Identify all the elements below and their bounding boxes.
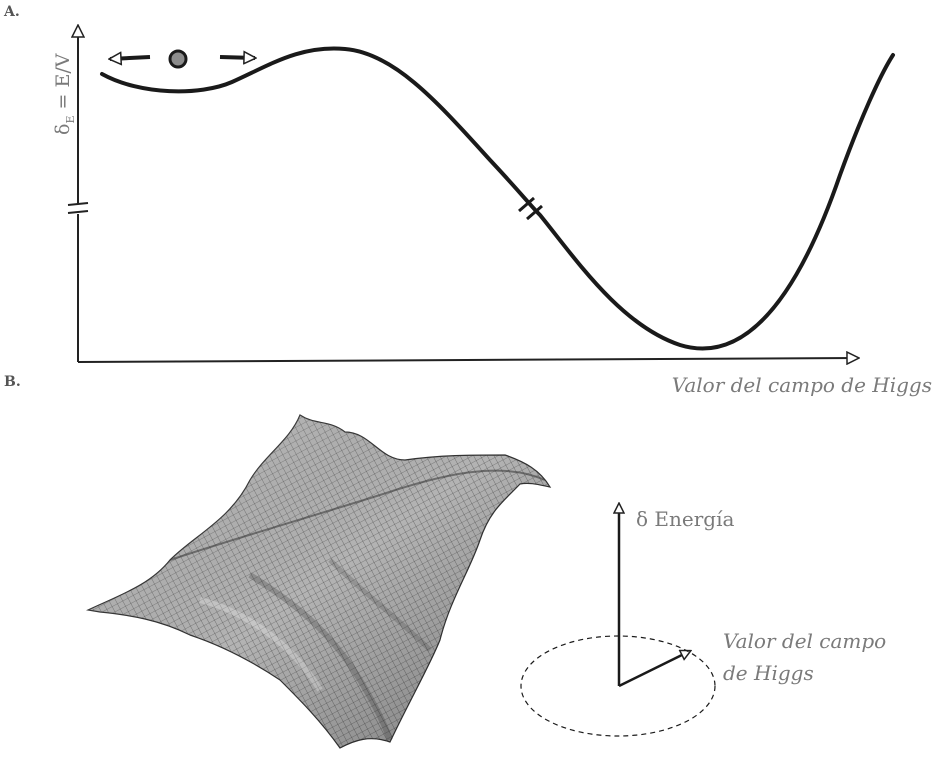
arrow-left-icon	[110, 57, 151, 59]
field-axis-arrow	[618, 651, 690, 688]
panel-b-label: B.	[4, 374, 21, 390]
curve-break-icon	[518, 196, 543, 221]
panel-b: δ Energía Valor del campo de Higgs	[85, 414, 893, 749]
x-axis-label: Valor del campo de Higgs	[672, 373, 932, 397]
energy-surface-mesh	[85, 414, 552, 749]
x-axis-line	[77, 358, 858, 362]
y-axis-label: δE = E/V	[52, 53, 77, 135]
panel-a-label: A.	[4, 4, 20, 20]
field-axis-label: Valor del campo de Higgs	[723, 629, 893, 685]
higgs-potential-curve	[100, 46, 895, 351]
arrow-right-icon	[219, 57, 255, 58]
field-circle-dashed	[520, 635, 716, 737]
energy-axis-label: δ Energía	[636, 507, 734, 531]
y-axis-break-icon	[67, 202, 89, 214]
ball-icon	[168, 49, 188, 69]
panel-a: δE = E/V Valor del campo de Higgs	[52, 26, 932, 397]
